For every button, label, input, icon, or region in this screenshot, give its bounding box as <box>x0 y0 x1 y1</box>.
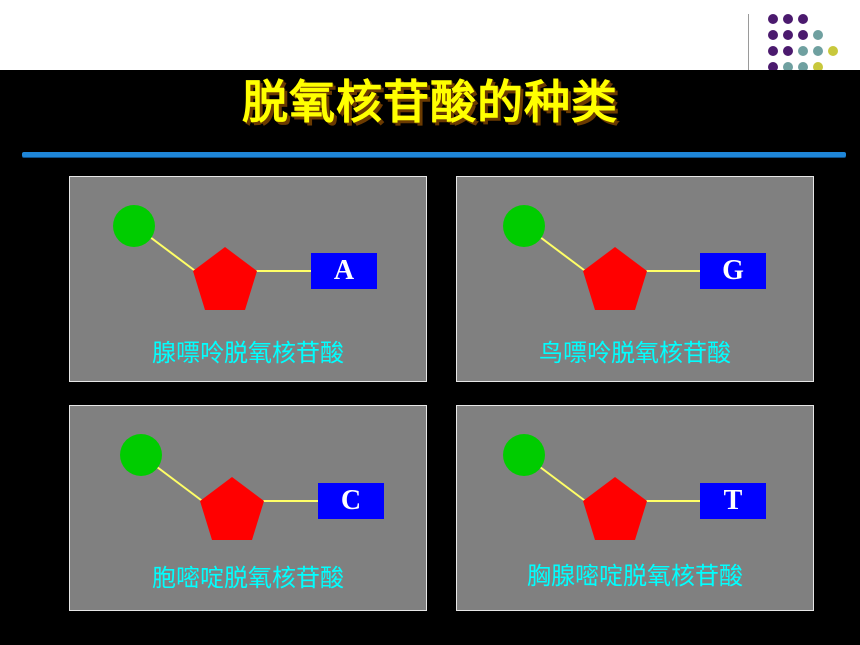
base-label-box: G <box>700 253 766 289</box>
nucleotide-diagram <box>113 205 311 310</box>
nucleotide-card-t: T 胸腺嘧啶脱氧核苷酸 <box>456 405 814 611</box>
phosphate-circle <box>120 434 162 476</box>
nucleotide-name: 胞嘧啶脱氧核苷酸 <box>152 564 344 592</box>
phosphate-circle <box>503 434 545 476</box>
deoxyribose-pentagon <box>193 247 257 310</box>
deoxyribose-pentagon <box>583 247 647 310</box>
base-label-box: T <box>700 483 766 519</box>
slide-title: 脱氧核苷酸的种类 <box>242 75 618 129</box>
nucleotide-diagram <box>120 434 318 540</box>
nucleotide-diagram <box>503 434 700 540</box>
nucleotide-name: 胸腺嘧啶脱氧核苷酸 <box>527 562 743 590</box>
nucleotide-name: 鸟嘌呤脱氧核苷酸 <box>539 339 731 367</box>
slide-header-band <box>0 0 860 70</box>
deoxyribose-pentagon <box>200 477 264 540</box>
base-label-box: C <box>318 483 384 519</box>
base-label-box: A <box>311 253 377 289</box>
phosphate-circle <box>113 205 155 247</box>
nucleotide-card-g: G 鸟嘌呤脱氧核苷酸 <box>456 176 814 382</box>
header-divider <box>748 14 749 70</box>
title-underline <box>22 152 846 157</box>
nucleotide-name: 腺嘌呤脱氧核苷酸 <box>152 339 344 367</box>
phosphate-circle <box>503 205 545 247</box>
nucleotide-card-a: A 腺嘌呤脱氧核苷酸 <box>69 176 427 382</box>
nucleotide-diagram <box>503 205 700 310</box>
deoxyribose-pentagon <box>583 477 647 540</box>
decorative-dot-grid <box>768 14 838 70</box>
nucleotide-card-c: C 胞嘧啶脱氧核苷酸 <box>69 405 427 611</box>
